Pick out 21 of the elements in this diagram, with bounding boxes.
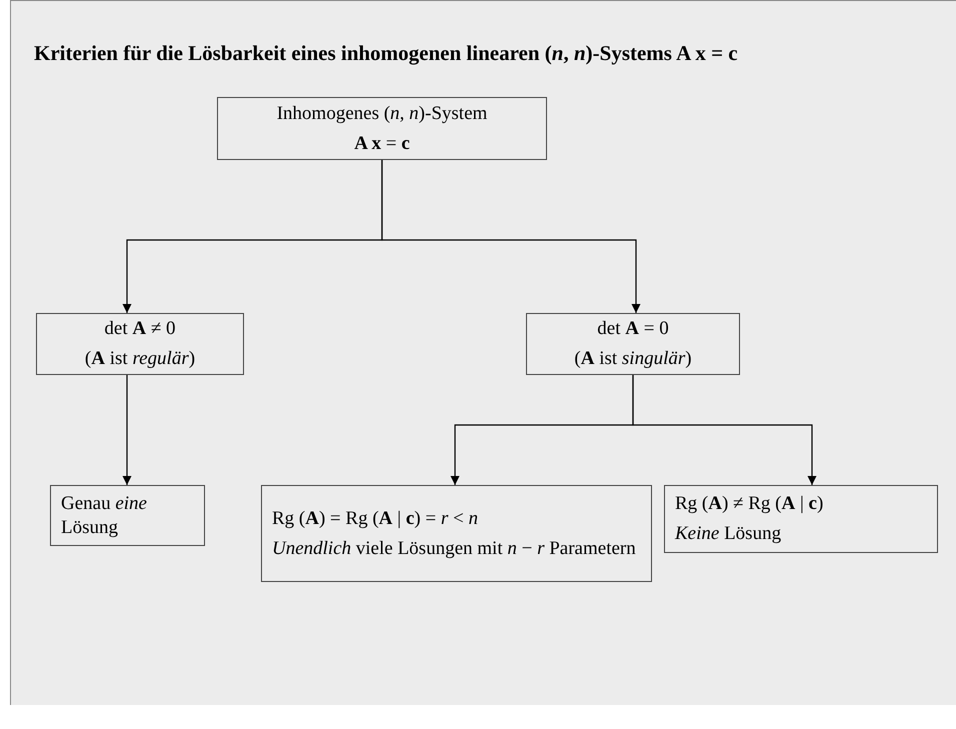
box-text: Rg (A) ≠ Rg (A | c) [675,492,824,516]
process-box [217,97,547,160]
box-text: Keine Lösung [675,522,782,546]
process-box [36,313,244,375]
arrow [122,375,132,485]
process-box [664,485,938,553]
arrow [632,375,816,485]
box-text: det A = 0 [597,317,669,341]
process-box [526,313,740,375]
box-text: Rg (A) = Rg (A | c) = r < n [272,506,478,530]
box-text: det A ≠ 0 [104,317,176,341]
box-text: A x = c [354,132,410,156]
box-text: Inhomogenes (n, n)-System [276,102,488,126]
box-text: Genau eine Lösung [61,492,148,540]
box-text: (A ist regulär) [84,347,196,371]
process-box [261,485,652,582]
process-box [50,485,205,546]
box-text: Unendlich viele Lösungen mit n − r Parametern [272,536,636,560]
title: Kriterien für die Lösbarkeit eines inhomogenen linearen (n, n)-Systems A x = c [34,40,739,67]
box-text: (A ist singulär) [574,347,692,371]
arrow [381,160,640,313]
